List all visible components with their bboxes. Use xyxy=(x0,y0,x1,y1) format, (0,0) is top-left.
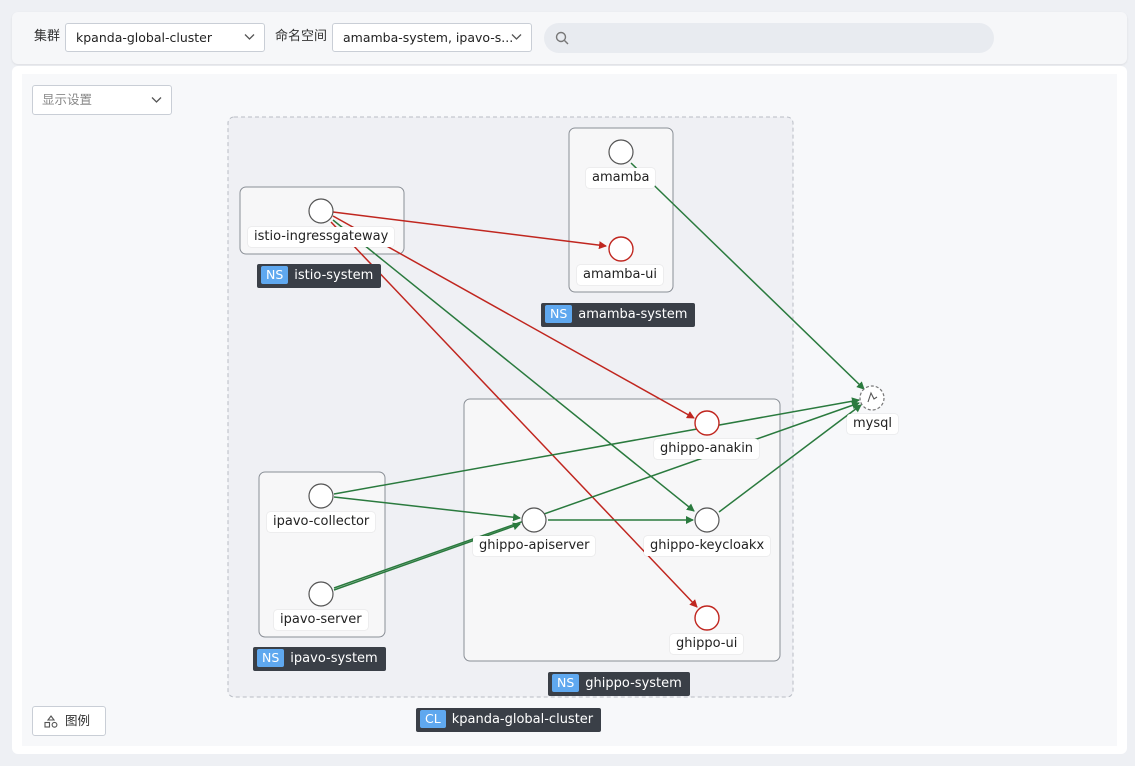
namespace-name: ghippo-system xyxy=(585,676,682,691)
node-amamba-ui[interactable] xyxy=(608,236,634,262)
node-label-amamba: amamba xyxy=(586,168,656,188)
namespace-box-ghippo-system[interactable] xyxy=(463,398,781,662)
ns-badge: NS xyxy=(257,649,285,667)
cluster-name: kpanda-global-cluster xyxy=(451,712,594,727)
node-label-ghippo-apiserver: ghippo-apiserver xyxy=(473,536,596,556)
node-label-ipavo-collector: ipavo-collector xyxy=(267,512,376,532)
edge-ipavo-collector-to-apiserver[interactable] xyxy=(333,496,521,522)
chevron-down-icon xyxy=(511,34,522,40)
edge-istio-to-ghippo-anakin[interactable] xyxy=(332,215,695,419)
search-box[interactable] xyxy=(544,23,994,53)
cluster-select-value: kpanda-global-cluster xyxy=(76,30,213,45)
legend-button[interactable]: 图例 xyxy=(32,706,106,736)
node-mysql[interactable] xyxy=(859,385,885,411)
display-settings-select[interactable]: 显示设置 xyxy=(32,85,172,115)
namespace-name: istio-system xyxy=(294,268,374,283)
namespace-select[interactable]: amamba-system, ipavo-s... xyxy=(332,23,532,52)
edge-ipavo-server-to-mysql[interactable] xyxy=(333,401,860,589)
search-input[interactable] xyxy=(576,28,976,48)
edge-ipavo-server-to-apiserver[interactable] xyxy=(333,522,521,591)
node-ipavo-collector[interactable] xyxy=(308,483,334,509)
node-label-istio-ingressgateway: istio-ingressgateway xyxy=(248,227,395,247)
node-ghippo-ui[interactable] xyxy=(694,605,720,631)
namespace-select-value: amamba-system, ipavo-s... xyxy=(343,30,514,45)
namespace-label: 命名空间 xyxy=(275,29,328,44)
cl-badge: CL xyxy=(420,710,446,728)
namespace-name: ipavo-system xyxy=(290,651,378,666)
node-label-ghippo-keycloakx: ghippo-keycloakx xyxy=(644,536,771,556)
shapes-icon xyxy=(44,715,58,728)
edge-ipavo-collector-to-mysql[interactable] xyxy=(333,397,860,495)
node-ghippo-keycloakx[interactable] xyxy=(694,507,720,533)
ns-badge: NS xyxy=(261,266,289,284)
ns-badge: NS xyxy=(545,305,573,323)
chevron-down-icon xyxy=(244,34,255,40)
edge-keycloakx-to-mysql[interactable] xyxy=(718,404,862,513)
legend-label: 图例 xyxy=(65,713,91,728)
edge-istio-to-ghippo-ui[interactable] xyxy=(330,221,698,608)
edge-istio-to-amamba-ui[interactable] xyxy=(332,211,607,250)
search-icon xyxy=(555,31,569,45)
node-label-ipavo-server: ipavo-server xyxy=(274,610,368,630)
cluster-label: 集群 xyxy=(34,29,61,44)
node-label-ghippo-anakin: ghippo-anakin xyxy=(654,439,760,459)
node-label-mysql: mysql xyxy=(847,414,898,434)
node-ipavo-server[interactable] xyxy=(308,581,334,607)
cluster-select[interactable]: kpanda-global-cluster xyxy=(65,23,265,52)
namespace-tag-ghippo-system: NS ghippo-system xyxy=(548,672,690,696)
display-settings-label: 显示设置 xyxy=(42,92,93,107)
node-istio-ingressgateway[interactable] xyxy=(308,198,334,224)
ns-badge: NS xyxy=(552,674,580,692)
node-label-amamba-ui: amamba-ui xyxy=(577,265,664,285)
namespace-name: amamba-system xyxy=(578,307,688,322)
node-amamba[interactable] xyxy=(608,139,634,165)
edge-istio-to-ghippo-keycloakx[interactable] xyxy=(332,219,695,512)
node-ghippo-apiserver[interactable] xyxy=(521,507,547,533)
node-label-ghippo-ui: ghippo-ui xyxy=(670,634,744,654)
namespace-tag-ipavo-system: NS ipavo-system xyxy=(253,647,386,671)
node-ghippo-anakin[interactable] xyxy=(694,410,720,436)
namespace-tag-amamba-system: NS amamba-system xyxy=(541,303,696,327)
namespace-tag-istio-system: NS istio-system xyxy=(257,264,382,288)
cluster-tag: CL kpanda-global-cluster xyxy=(416,708,602,732)
chevron-down-icon xyxy=(151,97,162,103)
edge-amamba-to-mysql[interactable] xyxy=(630,162,865,390)
database-icon xyxy=(867,391,878,403)
